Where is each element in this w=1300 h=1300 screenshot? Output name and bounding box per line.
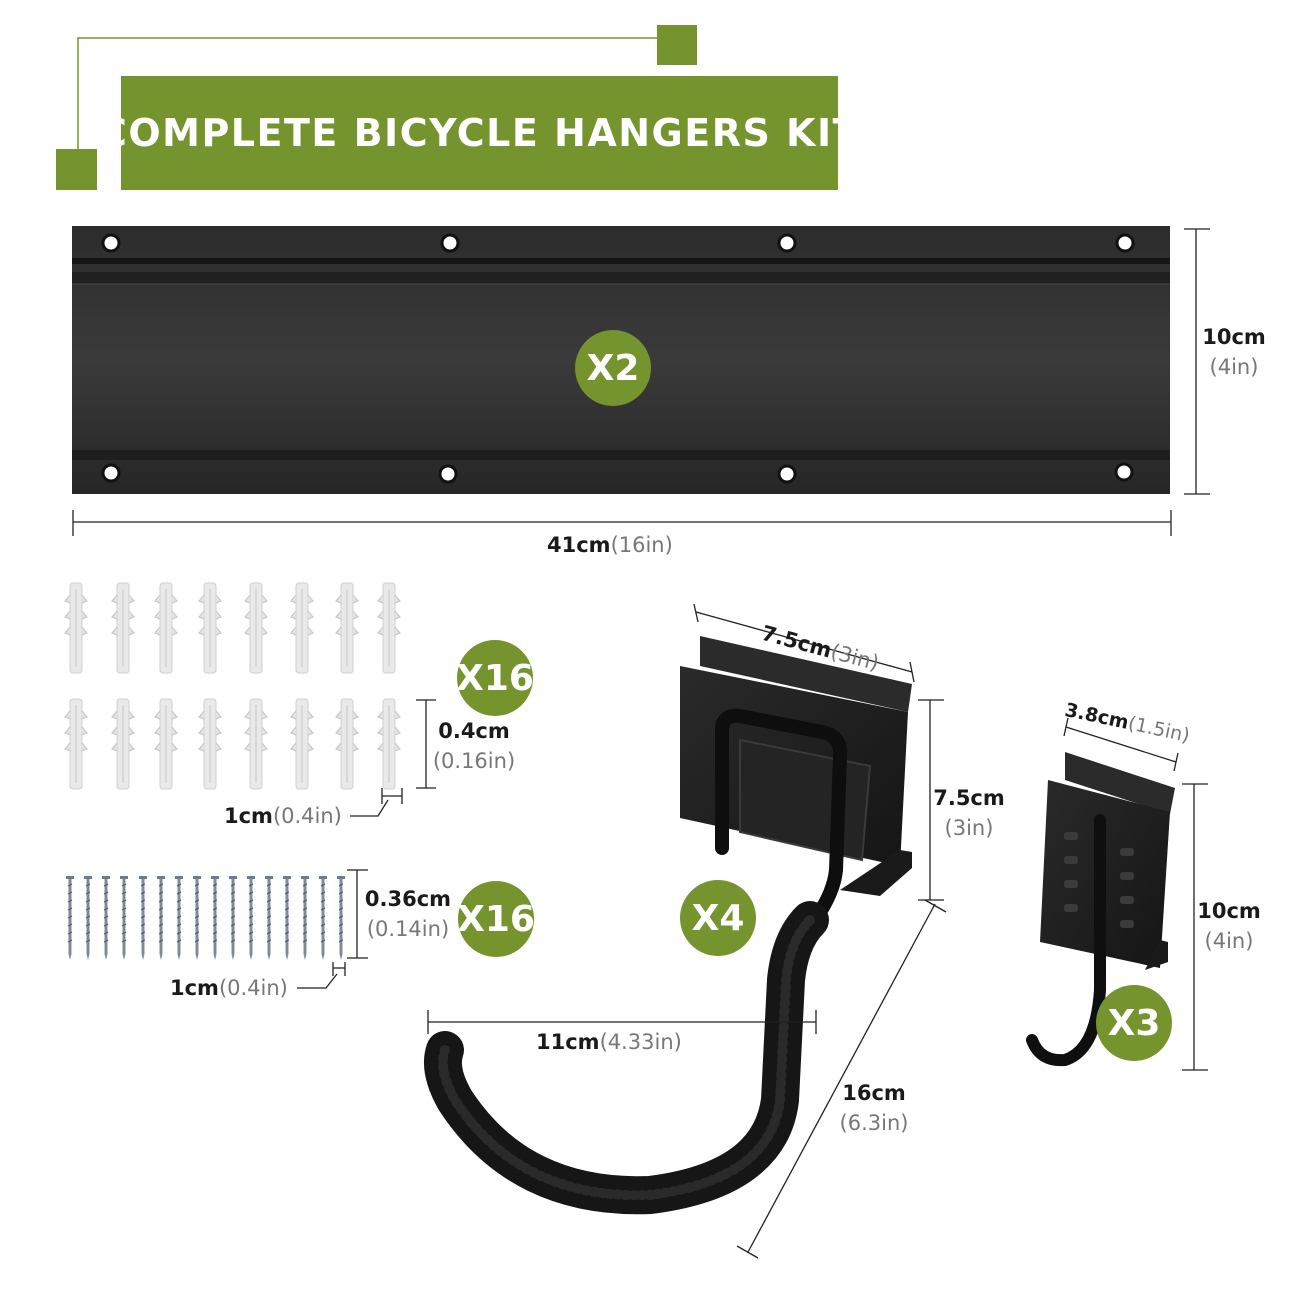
large-hook-length-label: 16cm (6.3in): [830, 1078, 918, 1138]
large-hook-quantity-badge: X4: [680, 880, 756, 956]
rail-height-imperial: (4in): [1209, 355, 1259, 379]
anchor-width-imperial: (0.4in): [272, 804, 342, 828]
rail-length-label: 41cm(16in): [547, 530, 673, 560]
screws-quantity-badge: X16: [457, 881, 535, 957]
page-title: COMPLETE BICYCLE HANGERS KIT: [98, 111, 861, 155]
small-hook-height-metric: 10cm: [1197, 899, 1261, 923]
rail-length-metric: 41cm: [547, 533, 611, 557]
screw-width-imperial: (0.4in): [218, 976, 288, 1000]
small-hook-quantity-badge: X3: [1096, 985, 1172, 1061]
screw-diameter-metric: 0.36cm: [364, 887, 452, 911]
anchor-diameter-label: 0.4cm (0.16in): [428, 716, 520, 776]
large-hook-length-metric: 16cm: [842, 1081, 906, 1105]
large-hook-length-imperial: (6.3in): [839, 1111, 909, 1135]
rail-height-metric: 10cm: [1202, 325, 1266, 349]
screws: [64, 874, 347, 962]
rail-quantity-badge: X2: [575, 330, 651, 406]
large-bike-hook: [424, 636, 912, 1215]
anchors-quantity-badge: X16: [456, 640, 534, 716]
large-hook-plate-height-label: 7.5cm (3in): [924, 783, 1014, 843]
anchor-width-metric: 1cm: [224, 804, 273, 828]
anchor-diameter-metric: 0.4cm: [438, 719, 510, 743]
large-hook-reach-metric: 11cm: [536, 1030, 600, 1054]
small-hook-height-label: 10cm (4in): [1186, 896, 1272, 956]
large-hook-plate-height-metric: 7.5cm: [933, 786, 1005, 810]
screw-width-metric: 1cm: [170, 976, 219, 1000]
anchor-diameter-imperial: (0.16in): [432, 749, 516, 773]
screws-quantity: X16: [457, 898, 535, 940]
title-banner: COMPLETE BICYCLE HANGERS KIT: [99, 76, 859, 190]
anchors-quantity: X16: [456, 657, 534, 699]
rail-height-label: 10cm (4in): [1190, 322, 1278, 382]
small-hook-quantity: X3: [1107, 1002, 1161, 1044]
title-accent-square-top: [657, 25, 697, 65]
large-hook-reach-imperial: (4.33in): [599, 1030, 682, 1054]
anchor-width-label: 1cm(0.4in): [224, 801, 342, 831]
screw-diameter-imperial: (0.14in): [366, 917, 450, 941]
dimension-lines: [72, 228, 1210, 1259]
rail-length-imperial: (16in): [610, 533, 673, 557]
wall-anchors: [64, 582, 401, 790]
screw-diameter-label: 0.36cm (0.14in): [362, 884, 454, 944]
large-hook-quantity: X4: [691, 897, 745, 939]
title-accent-square-bottom: [56, 149, 97, 190]
rail-quantity: X2: [586, 347, 640, 389]
screw-width-label: 1cm(0.4in): [170, 973, 288, 1003]
large-hook-plate-height-imperial: (3in): [944, 816, 994, 840]
small-hook-height-imperial: (4in): [1204, 929, 1254, 953]
large-hook-reach-label: 11cm(4.33in): [536, 1027, 682, 1057]
